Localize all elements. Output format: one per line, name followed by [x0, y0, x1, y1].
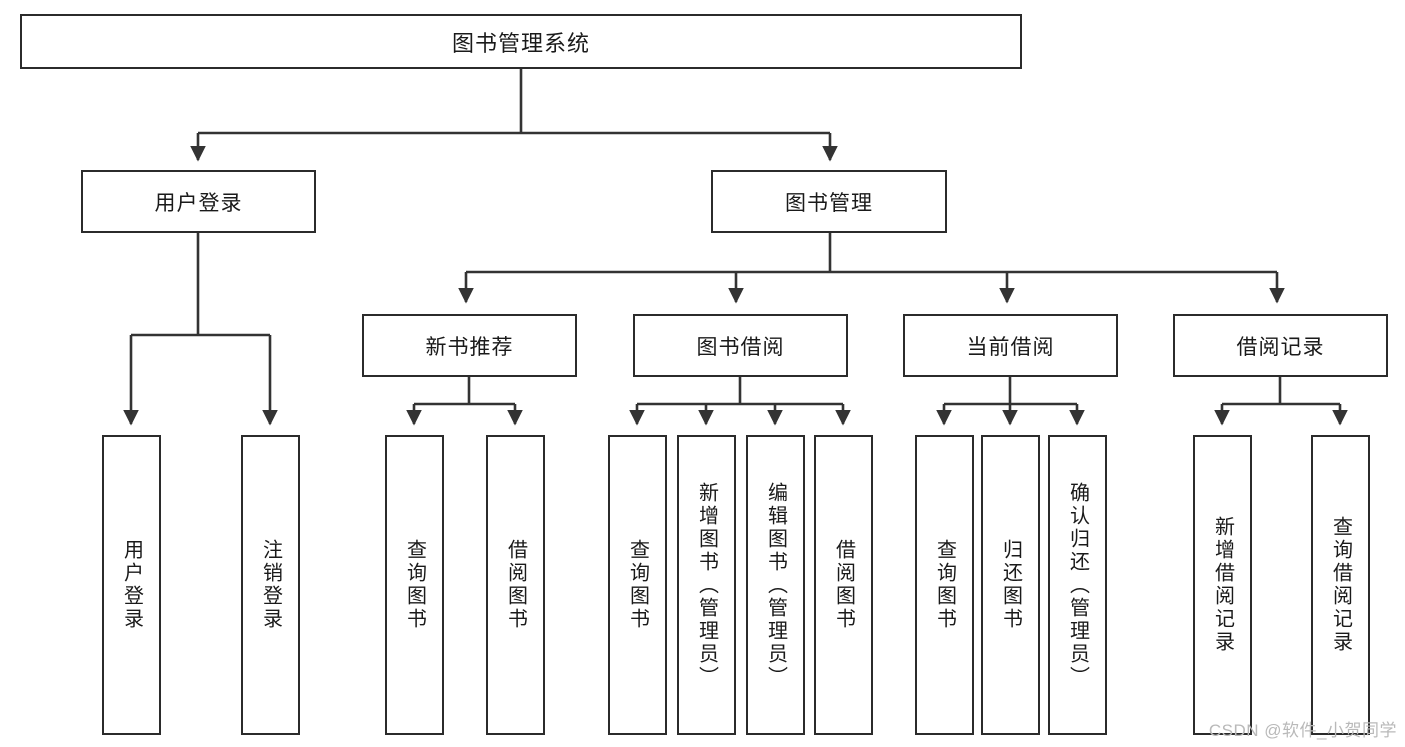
leaf-return-book-label: 归还图书 — [999, 539, 1022, 631]
leaf-user-login-label: 用户登录 — [120, 539, 143, 631]
node-new-book-recommend[interactable]: 新书推荐 — [362, 314, 577, 377]
leaf-return-book[interactable]: 归还图书 — [981, 435, 1040, 735]
leaf-confirm-return-admin-label: 确认归还（管理员） — [1066, 481, 1089, 689]
leaf-user-login[interactable]: 用户登录 — [102, 435, 161, 735]
node-book-borrow-label: 图书借阅 — [696, 335, 785, 359]
leaf-query-book-current-label: 查询图书 — [933, 539, 956, 631]
node-book-borrow[interactable]: 图书借阅 — [633, 314, 848, 377]
node-borrow-records[interactable]: 借阅记录 — [1173, 314, 1388, 377]
leaf-add-borrow-record[interactable]: 新增借阅记录 — [1193, 435, 1252, 735]
leaf-borrow-book-newbook[interactable]: 借阅图书 — [486, 435, 545, 735]
leaf-query-borrow-record[interactable]: 查询借阅记录 — [1311, 435, 1370, 735]
node-new-book-recommend-label: 新书推荐 — [425, 335, 514, 359]
node-book-management-label: 图书管理 — [785, 191, 873, 215]
leaf-borrow-book-borrow[interactable]: 借阅图书 — [814, 435, 873, 735]
node-current-borrow-label: 当前借阅 — [966, 335, 1055, 359]
leaf-confirm-return-admin[interactable]: 确认归还（管理员） — [1048, 435, 1107, 735]
leaf-add-borrow-record-label: 新增借阅记录 — [1211, 516, 1234, 654]
leaf-query-book-borrow[interactable]: 查询图书 — [608, 435, 667, 735]
node-borrow-records-label: 借阅记录 — [1236, 335, 1325, 359]
leaf-query-book-newbook[interactable]: 查询图书 — [385, 435, 444, 735]
node-user-login-label: 用户登录 — [154, 191, 243, 215]
leaf-query-book-newbook-label: 查询图书 — [403, 539, 426, 631]
watermark: CSDN @软件_小贺同学 — [1208, 721, 1397, 740]
leaf-borrow-book-borrow-label: 借阅图书 — [832, 539, 855, 631]
node-root-label: 图书管理系统 — [451, 30, 590, 56]
leaf-edit-book-admin[interactable]: 编辑图书（管理员） — [746, 435, 805, 735]
leaf-add-book-admin-label: 新增图书（管理员） — [695, 481, 718, 689]
node-book-management[interactable]: 图书管理 — [711, 170, 947, 233]
leaf-edit-book-admin-label: 编辑图书（管理员） — [764, 481, 787, 689]
leaf-add-book-admin[interactable]: 新增图书（管理员） — [677, 435, 736, 735]
node-user-login[interactable]: 用户登录 — [81, 170, 316, 233]
leaf-borrow-book-newbook-label: 借阅图书 — [504, 539, 527, 631]
leaf-logout-label: 注销登录 — [259, 539, 282, 631]
leaf-logout[interactable]: 注销登录 — [241, 435, 300, 735]
node-root[interactable]: 图书管理系统 — [20, 14, 1022, 69]
leaf-query-borrow-record-label: 查询借阅记录 — [1329, 516, 1352, 654]
leaf-query-book-current[interactable]: 查询图书 — [915, 435, 974, 735]
leaf-query-book-borrow-label: 查询图书 — [626, 539, 649, 631]
node-current-borrow[interactable]: 当前借阅 — [903, 314, 1118, 377]
